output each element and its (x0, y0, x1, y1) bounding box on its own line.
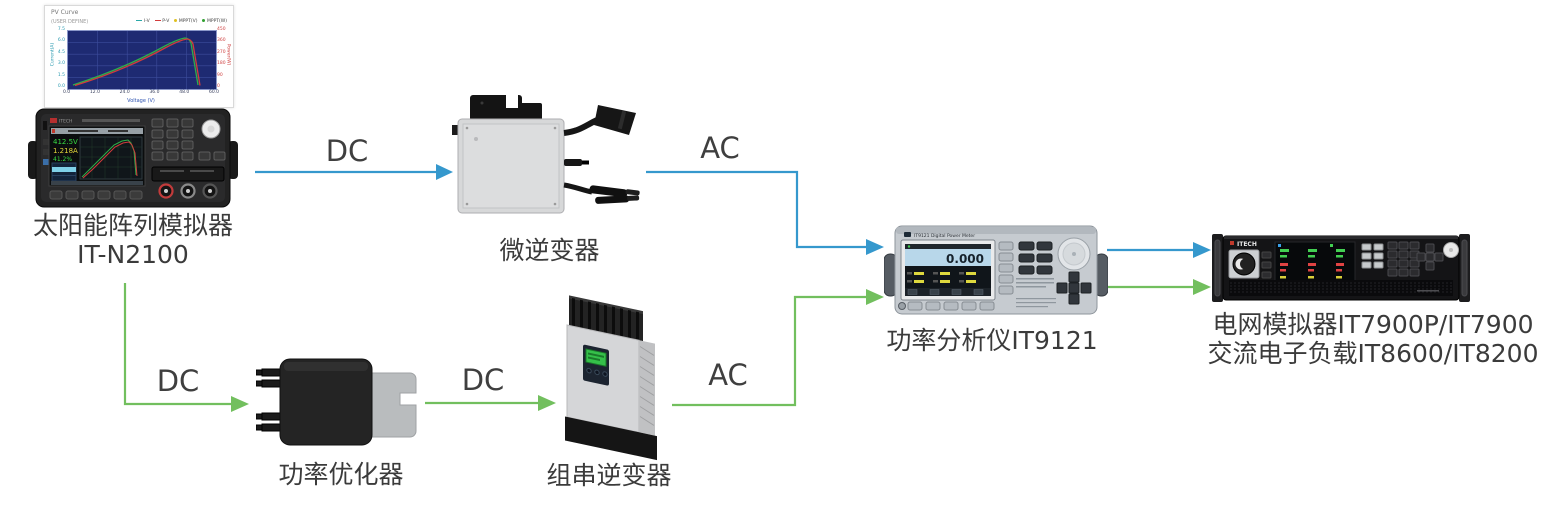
pv-curve-ylabel-right: Power(W) (225, 43, 231, 66)
grid-simulator-brand: ITECH (1237, 241, 1257, 248)
inverter-base (565, 416, 657, 461)
grid-simulator-keypad (1387, 241, 1420, 277)
edge-dc-simulator-to-micro (255, 164, 453, 180)
pv-curve-subtitle: (USER DEFINE) (51, 19, 89, 25)
optimizer-bracket (367, 372, 417, 438)
optimizer-body (279, 358, 373, 446)
analyzer-power-button (898, 302, 906, 310)
arrowhead-icon (866, 239, 884, 255)
pv-curve-yticks-left: 7.5 6.0 4.5 3.0 1.5 0.0 (57, 27, 65, 89)
arrowhead-icon (1193, 279, 1211, 295)
pv-curve-window: PV Curve (USER DEFINE) I-V P-V MPPT(V) M… (44, 5, 234, 108)
analyzer-screen: 0.000 (900, 239, 996, 301)
edge-dc-simulator-to-optimizer (123, 283, 249, 412)
edge-label-ac-1: AC (700, 131, 740, 165)
arrowhead-icon (231, 396, 249, 412)
grid-simulator-power-knob (1228, 249, 1260, 279)
power-analyzer-device: IT9121 Digital Power Meter 0.000 (884, 225, 1108, 315)
label-power-optimizer: 功率优化器 (278, 460, 404, 489)
side-vent (639, 340, 655, 436)
pv-curve-xticks: 0.0 12.0 24.0 36.0 48.0 60.0 (63, 90, 219, 95)
label-string-inverter: 组串逆变器 (546, 461, 672, 490)
label-grid-simulator-line2: 交流电子负载IT8600/IT8200 (1207, 339, 1539, 368)
arrowhead-icon (436, 164, 453, 180)
analyzer-function-keys (998, 241, 1014, 295)
pv-curve-yticks-right: 450 360 270 180 90 0 (217, 27, 226, 89)
grid-simulator-device: ITECH (1212, 234, 1470, 302)
grid-simulator-function-keys (1361, 243, 1384, 269)
analyzer-screen-value: 0.000 (946, 252, 984, 266)
edge-label-ac-2: AC (708, 358, 748, 392)
arrowhead-icon (538, 395, 556, 411)
pv-curve-legend: I-V P-V MPPT(V) MPPT(W) (136, 19, 227, 24)
pv-curve-title: PV Curve (51, 9, 79, 16)
label-grid-simulator-line1: 电网模拟器IT7900P/IT7900 (1212, 310, 1534, 339)
simulator-brand: ITECH (59, 119, 72, 125)
power-optimizer-device (256, 358, 417, 446)
edge-ac-micro-to-analyzer (646, 170, 884, 255)
label-solar-simulator-line2: IT-N2100 (77, 240, 189, 269)
edge-label-dc-3: DC (461, 363, 505, 397)
analyzer-dpad (1056, 271, 1092, 305)
heatsink-fins (569, 295, 643, 342)
pv-curve-plot (67, 30, 217, 90)
inverter-body-panel (462, 123, 560, 209)
solar-array-simulator-device: ITECH 412.5V 1.218A 41.2% (28, 108, 238, 208)
itech-logo-icon (1230, 241, 1234, 245)
inverter-lcd-panel (583, 344, 609, 386)
edge-label-dc-1: DC (325, 134, 369, 168)
grid-simulator-dpad (1416, 243, 1444, 271)
string-inverter-device (565, 295, 657, 461)
edge-analyzer-to-load-top (1107, 242, 1211, 258)
mounting-bracket (470, 95, 542, 121)
micro-inverter-device (452, 95, 640, 214)
ac-cable (563, 105, 636, 136)
grid-simulator-display (1274, 241, 1356, 285)
simulator-keypad (151, 118, 226, 161)
simulator-softkeys (49, 190, 143, 200)
optimizer-connectors (256, 368, 281, 432)
arrowhead-icon (866, 289, 884, 305)
label-micro-inverter: 微逆变器 (499, 236, 600, 265)
arrowhead-icon (1193, 242, 1211, 258)
screen-percent: 41.2% (53, 156, 72, 163)
edge-analyzer-to-load-bottom (1107, 279, 1211, 295)
dc-cables (563, 182, 640, 204)
analyzer-softkeys (907, 301, 995, 311)
simulator-output-terminals (158, 183, 218, 199)
itech-logo-icon (904, 232, 911, 237)
simulator-screen: 412.5V 1.218A 41.2% (48, 125, 146, 187)
pv-curve-xlabel: Voltage (V) (127, 98, 155, 104)
itech-logo-icon (50, 118, 57, 123)
ventilation-grille (1229, 280, 1453, 296)
label-solar-simulator-line1: 太阳能阵列模拟器 (32, 211, 233, 240)
screen-current: 1.218A (53, 147, 78, 155)
iv-curve (72, 37, 199, 86)
pv-curve (74, 38, 201, 87)
analyzer-menu-keys (1018, 241, 1053, 275)
label-power-analyzer: 功率分析仪IT9121 (886, 326, 1098, 355)
edge-dc-optimizer-to-string (425, 395, 556, 411)
screen-voltage: 412.5V (53, 138, 78, 146)
edge-ac-string-to-analyzer (672, 289, 884, 407)
analyzer-brand: IT9121 Digital Power Meter (914, 233, 975, 239)
edge-label-dc-2: DC (156, 364, 200, 398)
